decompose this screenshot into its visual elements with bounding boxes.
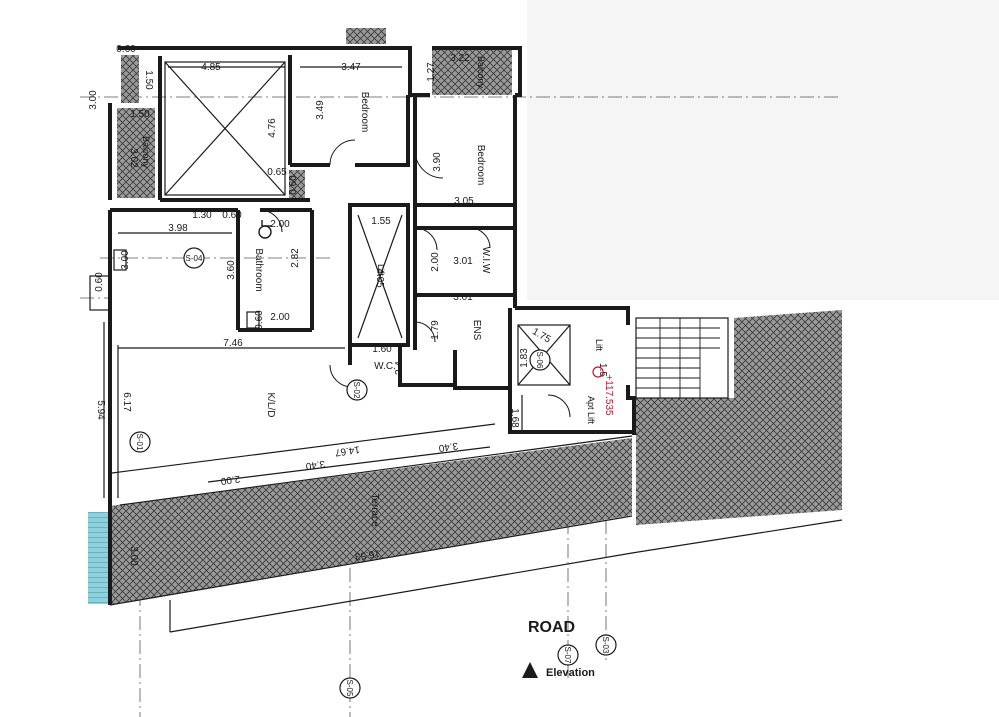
dim-3-05: 3.05 [454,196,474,207]
dim-3-01-b: 3.01 [453,292,473,303]
section-s07: S-07 [563,647,572,664]
dim-3-02: 3.02 [128,148,139,168]
dim-1-60: 1.60 [372,344,392,355]
section-marker-icon [183,247,205,269]
dim-0-60-d: 0.60 [254,310,265,330]
dim-3-00-b: 3.00 [120,250,131,270]
dim-0-60-mid: 0.60 [288,175,299,195]
section-marker-icon [595,634,617,656]
dim-3-47: 3.47 [341,62,361,73]
dim-1-30: 1.30 [192,210,212,221]
dim-4-76: 4.76 [267,118,278,138]
section-s03: S-03 [601,637,610,654]
section-marker-icon [529,349,551,371]
balcony-hatch-top-mid [346,28,386,44]
dim-6-17: 6.17 [121,392,132,412]
room-lift-a: Lift [376,264,386,277]
dim-7-46: 7.46 [223,338,243,349]
dim-1-83: 1.83 [519,348,530,368]
room-wiw: W.I.W [480,247,491,274]
room-lift-b: Lift [594,339,604,352]
section-s01: S-01 [135,434,144,451]
dim-0-60-c: 0.60 [94,272,105,292]
walls [108,46,636,605]
dim-2-4: 2.4 [394,361,405,375]
balcony-hatch-top-left [121,55,139,103]
dim-1-79: 1.79 [430,320,441,340]
dim-2-00-b: 2.00 [430,252,441,272]
room-ens: ENS [471,320,482,341]
hatched-areas [88,28,842,605]
dim-3-98: 3.98 [168,223,188,234]
balcony-hatch-left [117,108,155,198]
dim-2-00-a: 2.00 [270,219,290,230]
section-s02: S-02 [352,382,361,399]
elevation-triangle-icon [522,662,538,678]
dim-3-00-a: 3.00 [88,90,99,110]
dim-0-65: 0.65 [267,167,287,178]
road-label: ROAD [528,619,575,636]
dim-3-01-a: 3.01 [453,256,473,267]
dim-1-68: 1.68 [509,408,520,428]
dim-1-50-a: 1.50 [143,70,154,90]
level-value: +117.535 [603,374,614,416]
elevation-label: Elevation [546,667,595,679]
section-marker-icon [129,431,151,453]
balcony-hatch-right [432,50,512,95]
room-apt-lift: Apt Lift [586,396,596,425]
wheelchair-icon [258,220,272,239]
room-bedroom-2: Bedroom [475,145,486,186]
dim-16-53: 16.53 [354,547,381,561]
small-hatch-bath [289,170,305,200]
side-hatch [636,310,842,525]
dim-4-85: 4.85 [201,62,221,73]
section-marker-icon [346,379,368,401]
thin-lines [89,61,843,633]
pool-water [88,512,108,604]
dim-1-27: 1.27 [426,62,437,82]
dim-3-60: 3.60 [226,260,237,280]
dim-1-55: 1.55 [371,216,391,227]
dim-3-40-a: 3.40 [438,440,459,454]
room-terrace: Terrace [369,493,380,527]
dim-2-00-d: 2.00 [220,473,241,487]
dim-3-49: 3.49 [315,100,326,120]
section-marker-icon [339,677,361,699]
section-s05: S-05 [345,680,354,697]
dim-5-94: 5.94 [95,400,106,420]
section-markers [129,247,617,699]
dim-2-82: 2.82 [290,248,301,268]
dim-3-00-c: 3.00 [128,546,139,566]
dim-2-00-c: 2.00 [270,312,290,323]
dim-3-40-b: 3.40 [305,458,326,472]
dim-0-60-top: 0.60 [116,44,136,55]
dim-3-90: 3.90 [432,152,443,172]
dim-1-50-b: 1.50 [130,109,150,120]
section-s06: S-06 [535,352,544,369]
dim-14-67: 14.67 [334,443,361,457]
room-balcony-2: Balcony [476,56,486,89]
terrace-hatch [110,438,632,605]
section-s04: S-04 [186,254,203,263]
room-wc: W.C. [374,361,396,372]
level-marker: +117.535 [592,366,614,416]
room-bathroom: Bathroom [253,248,264,291]
section-marker-icon [557,644,579,666]
room-kld: K/L/D [265,392,276,417]
room-bedroom-1: Bedroom [359,92,370,133]
dim-4-05: 4.05 [374,268,385,288]
room-balcony-1: Balcony [141,136,151,169]
dim-3-22: 3.22 [450,53,470,64]
dim-0-60-b: 0.60 [222,210,242,221]
